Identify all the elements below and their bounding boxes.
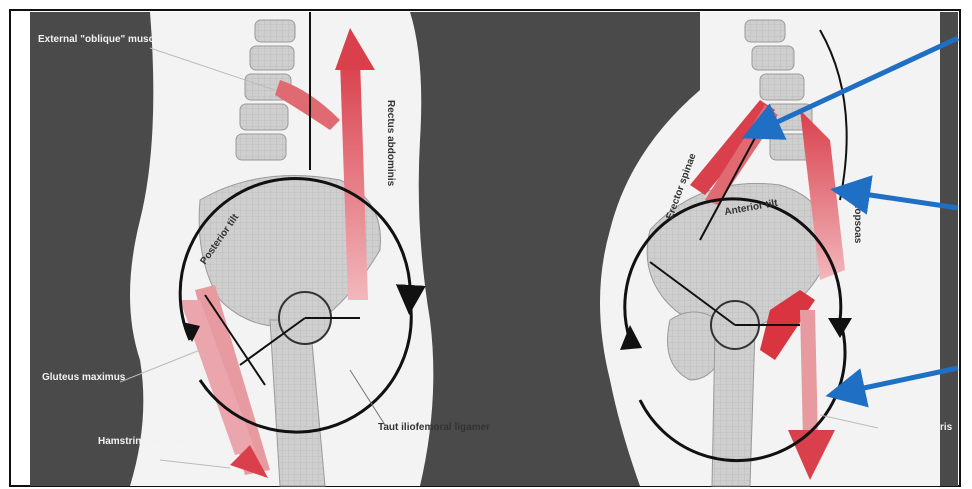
label-hamstring-muscle: Hamstring muscle: [98, 436, 185, 447]
label-external-oblique: External "oblique" muscle: [38, 34, 163, 45]
label-iliopsoas: Iliopsoas: [852, 200, 863, 244]
label-gluteus-maximus: Gluteus maximus: [42, 372, 126, 383]
left-panel: External "oblique" muscle Rectus abdomin…: [30, 12, 496, 486]
right-panel: Erector spinae Anterior tilt Iliopsoas R…: [490, 12, 958, 486]
right-femur: [712, 330, 755, 486]
label-rectus-femoris: Rectus femoris: [880, 422, 953, 433]
label-rectus-abdominis: Rectus abdominis: [385, 100, 396, 187]
right-rectus-femoris-muscle: [800, 310, 818, 440]
label-iliofemoral-ligament: Taut iliofemoral ligament: [378, 422, 496, 433]
